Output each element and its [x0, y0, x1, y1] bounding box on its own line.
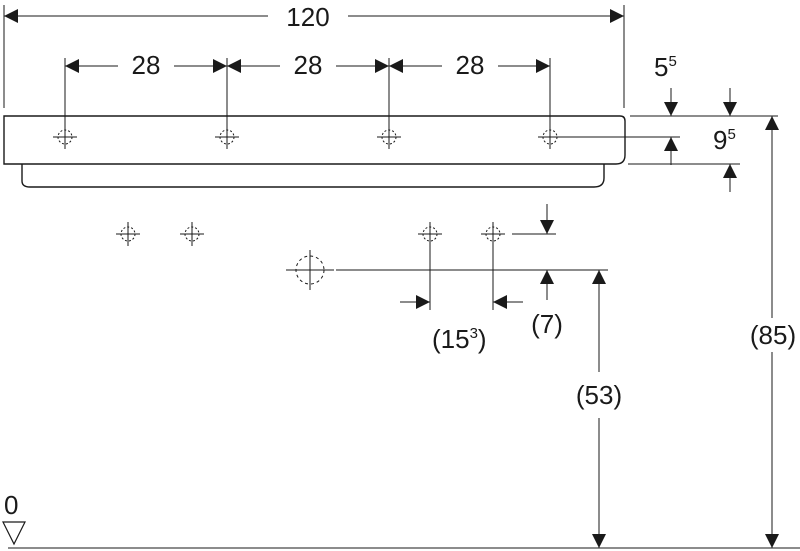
hole-depth-superscript: 5 — [727, 126, 735, 143]
floor-triangle-icon — [2, 521, 26, 546]
waste-outlet-marker — [285, 249, 335, 291]
valve-hole-marker — [417, 221, 443, 247]
hole-spacing-label-1: 28 — [132, 50, 161, 80]
tap-hole-marker — [376, 124, 402, 150]
valve-spacing-value: (15 — [432, 324, 470, 354]
hole-depth-label: 95 — [713, 125, 736, 155]
hole-spacing-label-2: 28 — [294, 50, 323, 80]
floor-level-symbol — [2, 521, 26, 546]
valve-height-label: (7) — [531, 309, 563, 339]
rim-thickness-label: 55 — [654, 52, 677, 82]
total-height-label: (85) — [750, 320, 796, 350]
valve-spacing-close: ) — [478, 324, 487, 354]
rim-thickness-value: 5 — [654, 52, 668, 82]
fixing-hole-markers — [115, 221, 506, 291]
dimension-lines — [4, 9, 779, 548]
valve-spacing-label: (153) — [432, 324, 487, 354]
waste-height-label: (53) — [576, 380, 622, 410]
fixing-hole-marker — [115, 221, 141, 247]
hole-depth-value: 9 — [713, 125, 727, 155]
total-width-label: 120 — [286, 2, 329, 32]
tap-hole-markers — [52, 124, 563, 150]
valve-spacing-superscript: 3 — [470, 325, 478, 342]
extension-lines — [3, 5, 800, 549]
hole-spacing-label-3: 28 — [456, 50, 485, 80]
floor-level-label: 0 — [4, 490, 18, 520]
fixing-hole-marker — [179, 221, 205, 247]
valve-hole-marker — [480, 221, 506, 247]
tap-hole-marker — [214, 124, 240, 150]
tap-hole-marker — [52, 124, 78, 150]
washbasin-outline — [3, 115, 626, 188]
rim-thickness-superscript: 5 — [668, 53, 676, 70]
tap-hole-marker — [537, 124, 563, 150]
